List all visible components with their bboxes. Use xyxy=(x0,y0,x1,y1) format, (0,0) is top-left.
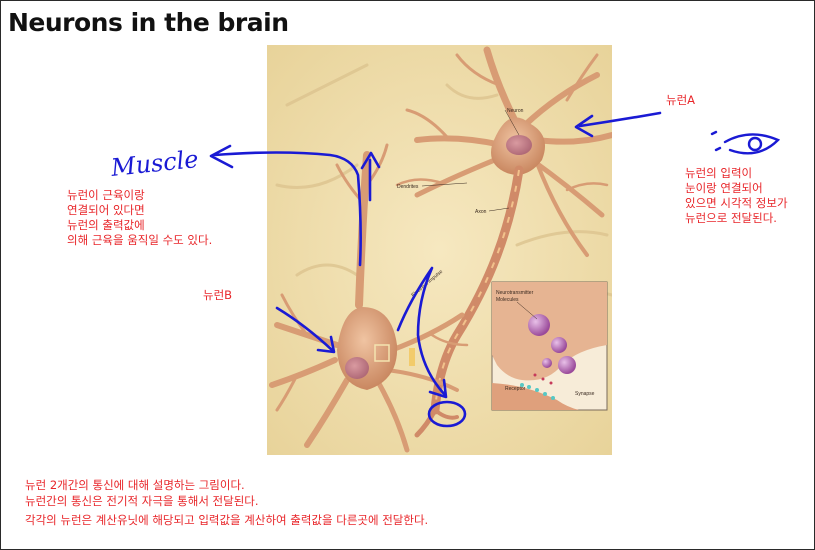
bottom-note-3: 각각의 뉴런은 계산유닛에 해당되고 입력값을 계산하여 출력값을 다른곳에 전… xyxy=(25,513,429,527)
synapse-inset: Neurotransmitter Molecules Receptor Syna… xyxy=(491,281,608,411)
label-neuron-a: 뉴런A xyxy=(666,93,696,107)
label-dendrites: Dendrites xyxy=(397,184,419,190)
eye-note: 뉴런의 입력이 눈이랑 연결되어 있으면 시각적 정보가 뉴런으로 전달된다. xyxy=(685,166,788,225)
muscle-note: 뉴런이 근육이랑 연결되어 있다면 뉴런의 출력값에 의해 근육을 움직일 수도… xyxy=(67,188,213,247)
neuron-illustration: Neuron Dendrites Axon Electrical impulse… xyxy=(267,45,612,455)
label-neuron-b: 뉴런B xyxy=(203,288,233,302)
label-molecules: Molecules xyxy=(496,297,519,303)
bottom-note-1: 뉴런 2개간의 통신에 대해 설명하는 그림이다. xyxy=(25,478,245,492)
slide-title: Neurons in the brain xyxy=(8,8,289,37)
label-receptor: Receptor xyxy=(505,386,526,392)
label-neuron: Neuron xyxy=(507,108,524,114)
label-axon: Axon xyxy=(475,209,487,215)
label-neurotransmitter: Neurotransmitter xyxy=(496,290,534,296)
label-synapse: Synapse xyxy=(575,391,595,397)
bottom-note-2: 뉴런간의 통신은 전기적 자극을 통해서 전달된다. xyxy=(25,494,259,508)
